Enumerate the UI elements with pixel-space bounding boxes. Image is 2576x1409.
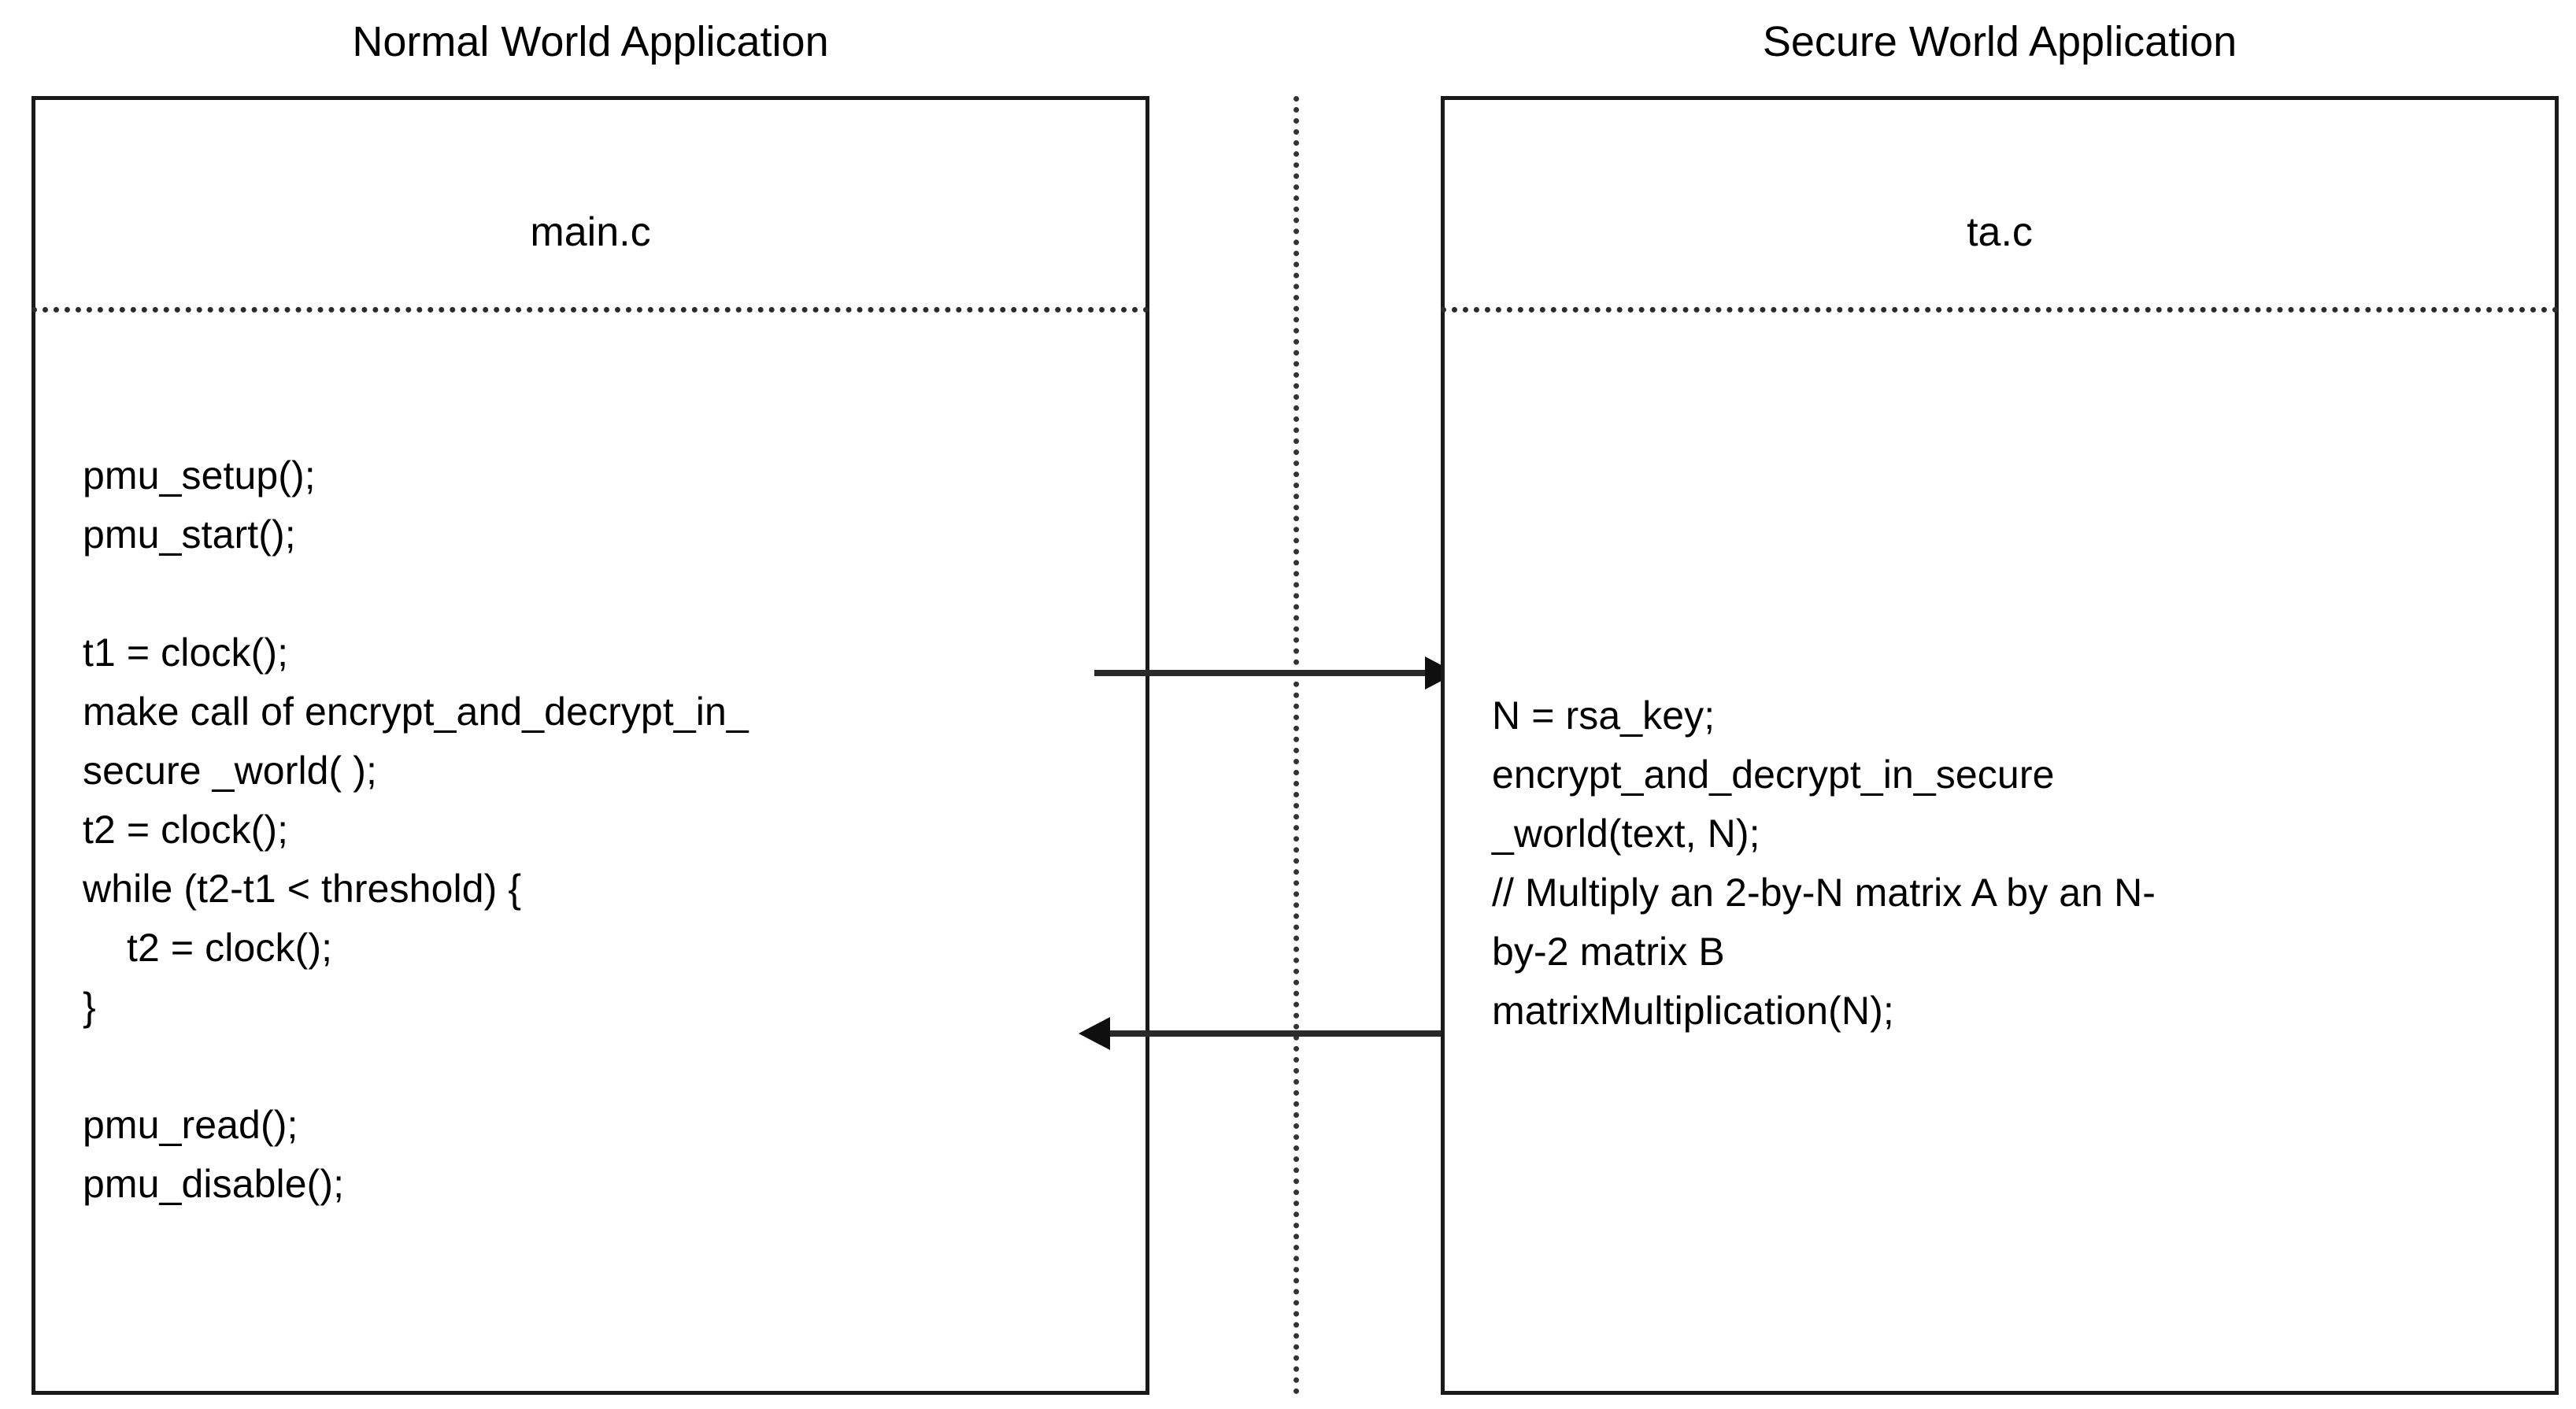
code-line: matrixMultiplication(N); bbox=[1492, 989, 1894, 1033]
code-line: t1 = clock(); bbox=[83, 631, 289, 675]
call-arrow-shaft bbox=[1094, 670, 1430, 676]
world-boundary-divider bbox=[1294, 96, 1299, 1395]
code-line: _world(text, N); bbox=[1492, 812, 1760, 856]
code-line: pmu_disable(); bbox=[83, 1162, 345, 1206]
secure-world-code-block: N = rsa_key; encrypt_and_decrypt_in_secur… bbox=[1492, 686, 2539, 1041]
call-arrow bbox=[1094, 656, 1456, 690]
return-arrow-shaft bbox=[1105, 1030, 1464, 1037]
code-line: } bbox=[83, 985, 96, 1029]
code-line: encrypt_and_decrypt_in_secure bbox=[1492, 753, 2055, 797]
normal-world-code-block: pmu_setup(); pmu_start(); t1 = clock(); ma… bbox=[83, 446, 1130, 1214]
normal-world-header: Normal World Application bbox=[352, 18, 829, 65]
ta-c-file-label: ta.c bbox=[1967, 209, 2033, 255]
normal-world-dotted-divider bbox=[31, 307, 1149, 312]
code-line: pmu_read(); bbox=[83, 1103, 298, 1147]
code-line: N = rsa_key; bbox=[1492, 693, 1715, 738]
code-line: secure _world( ); bbox=[83, 749, 378, 793]
code-line: t2 = clock(); bbox=[83, 808, 289, 852]
return-arrow bbox=[1079, 1017, 1464, 1050]
secure-world-dotted-divider bbox=[1441, 307, 2559, 312]
secure-world-header: Secure World Application bbox=[1762, 18, 2237, 65]
code-blank-line bbox=[83, 564, 1130, 623]
code-line: by-2 matrix B bbox=[1492, 930, 1725, 974]
code-line: pmu_start(); bbox=[83, 512, 296, 557]
secure-world-panel: ta.c N = rsa_key; encrypt_and_decrypt_in_… bbox=[1441, 96, 2559, 1395]
code-line: t2 = clock(); bbox=[83, 926, 333, 970]
return-arrow-head bbox=[1079, 1017, 1110, 1050]
main-c-file-label: main.c bbox=[530, 209, 651, 255]
code-line: pmu_setup(); bbox=[83, 453, 316, 497]
code-blank-line bbox=[83, 1037, 1130, 1096]
code-line: // Multiply an 2-by-N matrix A by an N- bbox=[1492, 871, 2156, 915]
normal-world-panel: main.c pmu_setup(); pmu_start(); t1 = clo… bbox=[31, 96, 1149, 1395]
code-line: while (t2-t1 < threshold) { bbox=[83, 867, 522, 911]
code-line: make call of encrypt_and_decrypt_in_ bbox=[83, 690, 749, 734]
